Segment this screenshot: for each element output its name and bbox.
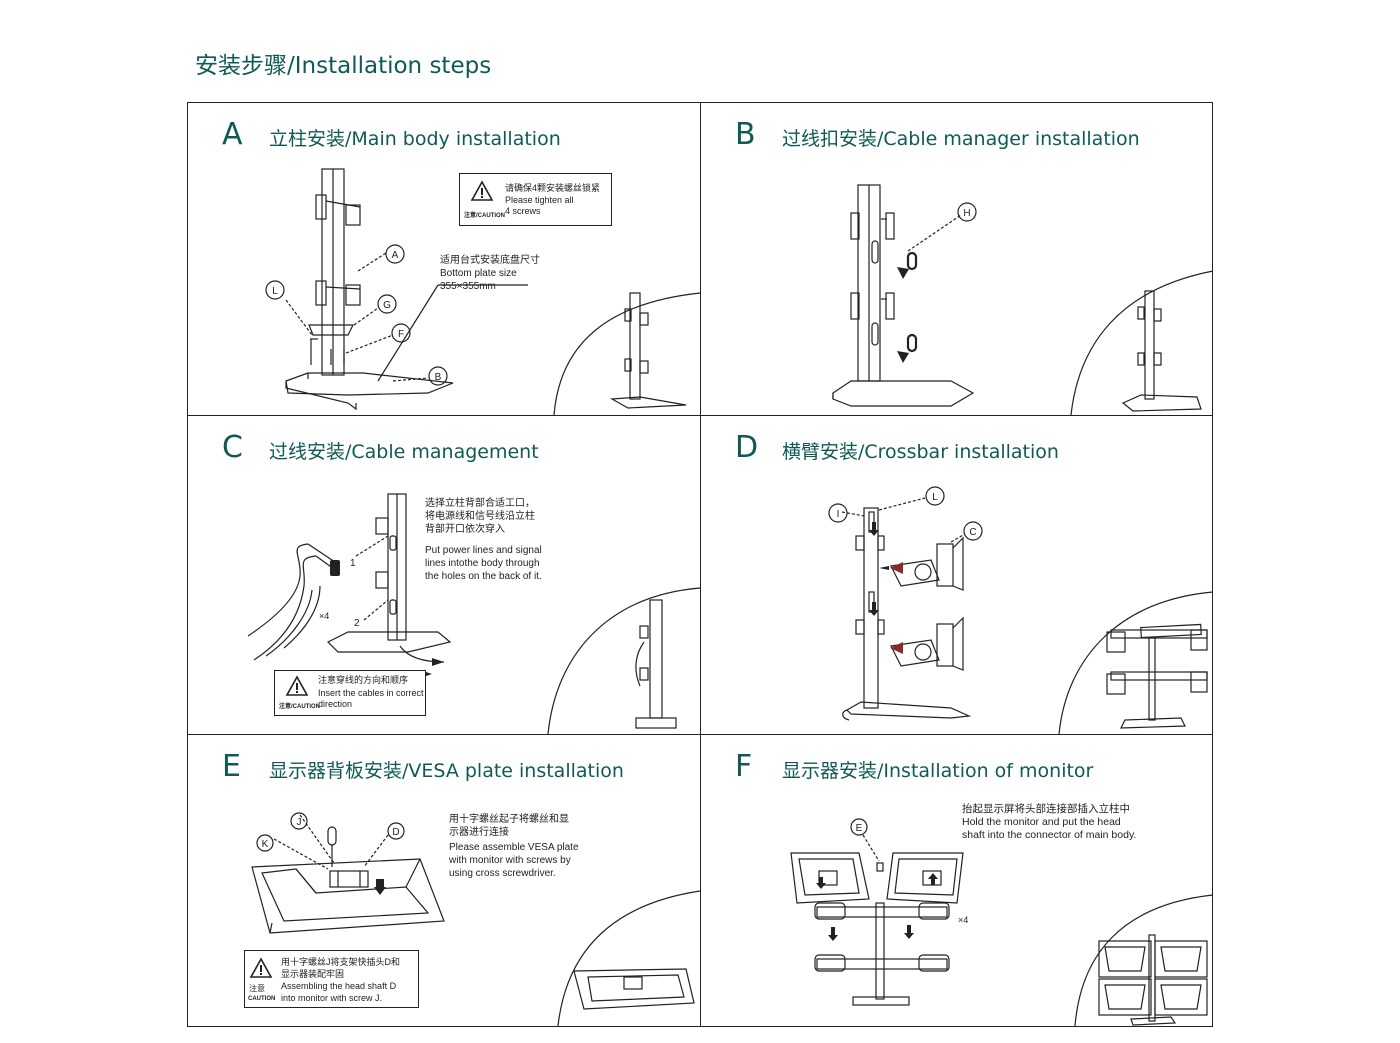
caution-text-en: direction <box>318 699 353 709</box>
note-cn-line: 选择立柱背部合适工口， <box>425 498 535 509</box>
step-title: 显示器安装/Installation of monitor <box>782 760 1094 782</box>
caution-text-en: Assembling the head shaft D <box>281 981 397 991</box>
part-tag-f: F <box>398 329 404 340</box>
monitor-count-label: ×4 <box>958 915 968 925</box>
part-tag-g: G <box>383 300 391 311</box>
part-tag-l: L <box>932 492 938 503</box>
vesa-assembly-note: 用十字螺丝起子将螺丝和显 示器进行连接 Please assemble VESA… <box>449 813 579 880</box>
page-title: 安装步骤/Installation steps <box>195 53 492 79</box>
part-tag-k: K <box>262 839 269 850</box>
caution-label: 注意/CAUTION <box>464 213 505 219</box>
caution-text-cn: 注意穿线的方向和顺序 <box>318 675 409 685</box>
step-letter: F <box>735 749 753 784</box>
caution-box: 注意/CAUTION 注意穿线的方向和顺序 Insert the cables … <box>274 670 426 716</box>
part-tag-j: J <box>297 817 302 828</box>
note-en-line: shaft into the connector of main body. <box>962 829 1137 841</box>
cable-manager-installation-illustration: H <box>832 184 1213 415</box>
main-body-installation-illustration: A G F B L <box>265 168 700 415</box>
part-tag-h: H <box>963 208 970 219</box>
cable-routing-note: 选择立柱背部合适工口， 将电源线和信号线沿立柱 背部开口依次穿入 Put pow… <box>425 497 542 583</box>
monitor-install-note: 抬起显示屏将头部连接部插入立柱中 Hold the monitor and pu… <box>962 803 1136 842</box>
note-en-line: with monitor with screws by <box>449 855 571 866</box>
caution-text-cn: 用十字螺丝J将支架快插头D和 <box>281 957 401 967</box>
caution-label-en: CAUTION <box>248 996 276 1002</box>
step-panel-b: B 过线扣安装/Cable manager installation <box>701 103 1213 415</box>
part-tag-a: A <box>392 250 399 261</box>
note-en-line: Hold the monitor and put the head <box>962 816 1121 828</box>
warning-icon <box>249 957 273 978</box>
warning-icon <box>470 180 494 201</box>
caution-text-en: Please tighten all <box>505 195 574 205</box>
step-panel-d: D 横臂安装/Crossbar installation <box>701 416 1213 734</box>
note-en-line: Please assemble VESA plate <box>449 842 579 853</box>
plate-size-value: 355×355mm <box>440 281 496 292</box>
note-en-line: the holes on the back of it. <box>425 571 542 582</box>
monitor-installation-illustration: E ×4 <box>790 818 1213 1026</box>
part-tag-b: B <box>435 372 442 383</box>
step-title: 过线安装/Cable management <box>269 441 539 463</box>
step-title: 横臂安装/Crossbar installation <box>782 441 1059 463</box>
part-tag-d: D <box>392 827 399 838</box>
step-title: 显示器背板安装/VESA plate installation <box>269 760 624 782</box>
step-panel-f: F 显示器安装/Installation of monitor <box>701 735 1213 1026</box>
part-tag-e: E <box>856 823 863 834</box>
note-en-line: lines intothe body through <box>425 558 540 569</box>
steps-grid: A 立柱安装/Main body installation <box>187 102 1213 1027</box>
part-tag-l: L <box>272 286 278 297</box>
caution-box: 注意/CAUTION 请确保4颗安装螺丝锁紧 Please tighten al… <box>459 173 612 226</box>
part-tag-i: I <box>837 509 840 520</box>
cable-path-number: 2 <box>354 618 360 629</box>
step-letter: D <box>735 430 759 465</box>
note-cn-line: 用十字螺丝起子将螺丝和显 <box>449 814 569 825</box>
cable-count-label: ×4 <box>319 611 329 621</box>
note-en-line: Put power lines and signal <box>425 545 542 556</box>
step-panel-a: A 立柱安装/Main body installation <box>188 103 700 415</box>
step-letter: E <box>222 749 241 784</box>
plate-size-cn: 适用台式安装底盘尺寸 <box>440 255 540 266</box>
caution-text-en: Insert the cables in correct <box>318 688 424 698</box>
step-letter: A <box>222 117 243 152</box>
step-letter: B <box>735 117 756 152</box>
note-en-line: using cross screwdriver. <box>449 868 556 879</box>
warning-icon <box>285 675 309 696</box>
caution-box: 注意 CAUTION 用十字螺丝J将支架快插头D和 显示器装配牢固 Assemb… <box>244 950 419 1008</box>
step-letter: C <box>222 430 243 465</box>
crossbar-installation-illustration: I L C <box>828 486 1213 734</box>
grid-divider-row-1 <box>188 415 1212 416</box>
part-tag-c: C <box>969 527 976 538</box>
caution-label: 注意/CAUTION <box>279 704 320 710</box>
note-cn-line: 抬起显示屏将头部连接部插入立柱中 <box>962 803 1130 815</box>
caution-label-cn: 注意 <box>249 984 265 993</box>
cable-path-number: 1 <box>350 558 356 569</box>
note-cn-line: 背部开口依次穿入 <box>425 524 505 535</box>
vesa-plate-installation-illustration: J K D <box>251 812 700 1026</box>
plate-size-en: Bottom plate size <box>440 268 517 279</box>
step-panel-c: C 过线安装/Cable management <box>188 416 700 734</box>
step-title: 立柱安装/Main body installation <box>269 128 561 150</box>
plate-size-note: 适用台式安装底盘尺寸 Bottom plate size 355×355mm <box>440 254 540 293</box>
caution-text-cn: 显示器装配牢固 <box>281 969 345 979</box>
step-title: 过线扣安装/Cable manager installation <box>782 128 1140 150</box>
step-panel-e: E 显示器背板安装/VESA plate installation <box>188 735 700 1026</box>
caution-text-en: into monitor with screw J. <box>281 993 383 1003</box>
note-cn-line: 示器进行连接 <box>449 827 509 838</box>
grid-divider-row-2 <box>188 734 1212 735</box>
caution-text-en: 4 screws <box>505 206 541 216</box>
caution-text-cn: 请确保4颗安装螺丝锁紧 <box>505 183 601 193</box>
note-cn-line: 将电源线和信号线沿立柱 <box>425 511 535 522</box>
grid-divider-vertical <box>700 103 701 1026</box>
